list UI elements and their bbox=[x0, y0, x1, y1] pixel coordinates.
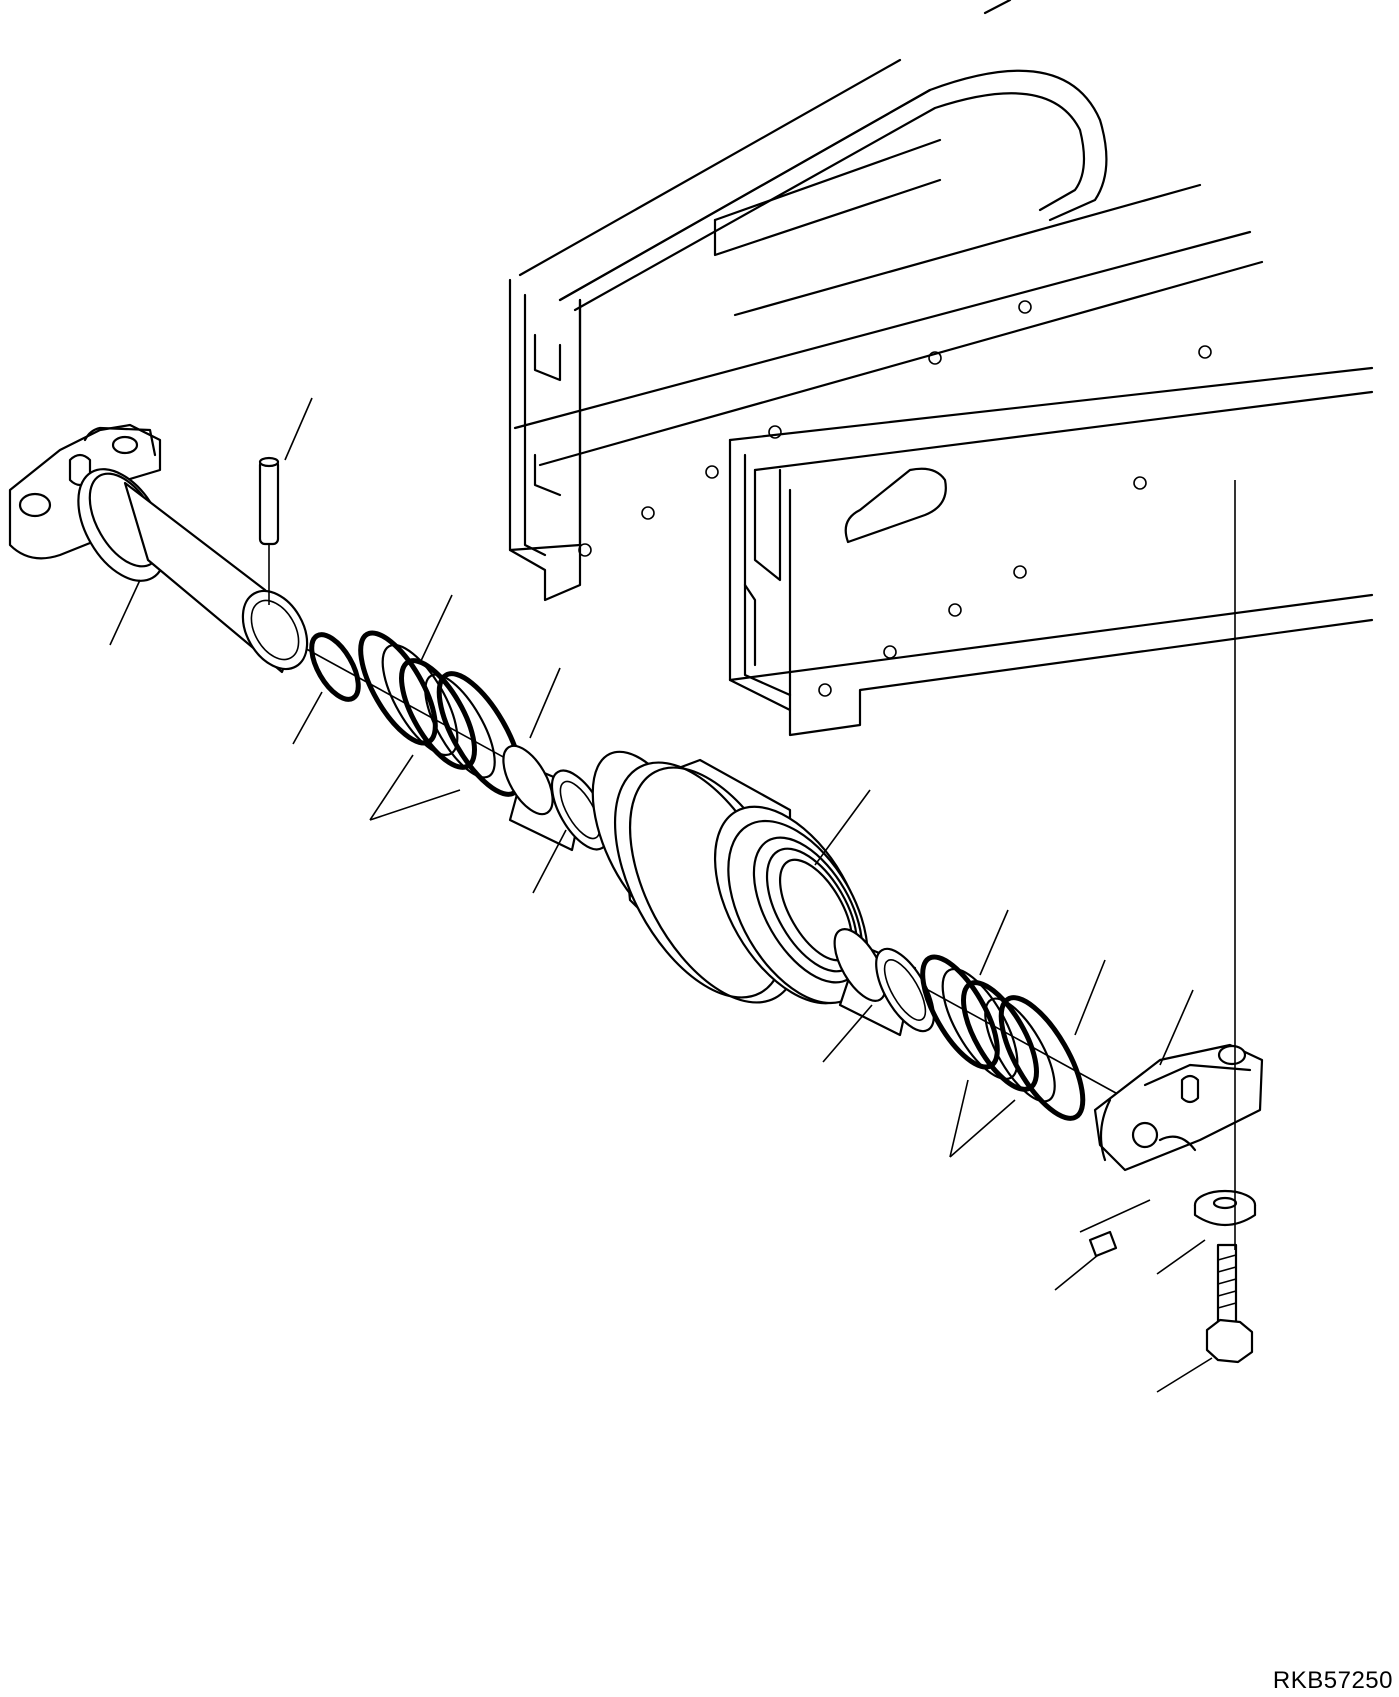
drawing-code: RKB57250 bbox=[1272, 1667, 1393, 1694]
plug-screw bbox=[1080, 1200, 1150, 1256]
washer bbox=[1195, 1191, 1255, 1225]
part-leader-lines bbox=[110, 398, 1212, 1392]
o-ring-right-large bbox=[985, 986, 1098, 1130]
o-ring-left-small bbox=[302, 627, 367, 706]
hex-bolt bbox=[1207, 1245, 1252, 1362]
bushing-left bbox=[493, 738, 619, 858]
floating-seal-right bbox=[908, 946, 1068, 1111]
bushing-right bbox=[824, 921, 945, 1039]
roller-shaft bbox=[10, 425, 320, 680]
frame-bolt-holes bbox=[579, 301, 1211, 696]
track-frame bbox=[510, 0, 1372, 735]
floating-seal-left bbox=[346, 622, 508, 787]
spring-pin bbox=[260, 458, 278, 605]
collar-right bbox=[1095, 1045, 1262, 1170]
track-roller bbox=[569, 735, 896, 1030]
